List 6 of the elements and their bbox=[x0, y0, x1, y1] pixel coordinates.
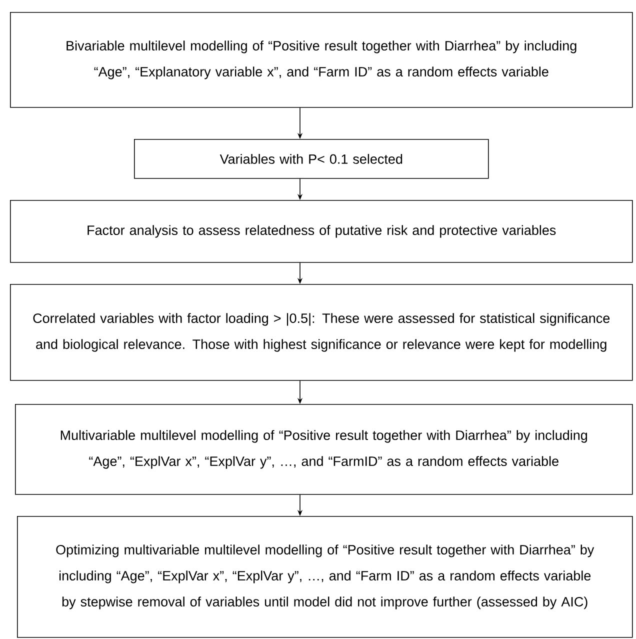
process-box: Variables with P< 0.1 selected bbox=[134, 139, 489, 179]
process-box: Multivariable multilevel modelling of “Positive result together with Diarrhea” by including “Age”, “ExplVar x”, “ExplVar y”, …, and “FarmID” as a random effects variable bbox=[15, 404, 633, 495]
process-box: Bivariable multilevel modelling of “Positive result together with Diarrhea” by including “Age”, “Explanatory variable x”, and “Farm ID” as a random effects variable bbox=[10, 12, 633, 108]
process-box: Optimizing multivariable multilevel modelling of “Positive result together with Diarrhea” by including “Age”, “ExplVar x”, “ExplVar y”, …, and “Farm ID” as a random effects variable by stepwise removal of variables until model did not improve further (assessed by AIC) bbox=[17, 516, 633, 638]
process-box: Factor analysis to assess relatedness of putative risk and protective variables bbox=[10, 200, 633, 263]
process-box: Correlated variables with factor loading > |0.5|: These were assessed for statistical significance and biological relevance. Those with highest significance or relevance were kept for modelling bbox=[10, 284, 633, 381]
